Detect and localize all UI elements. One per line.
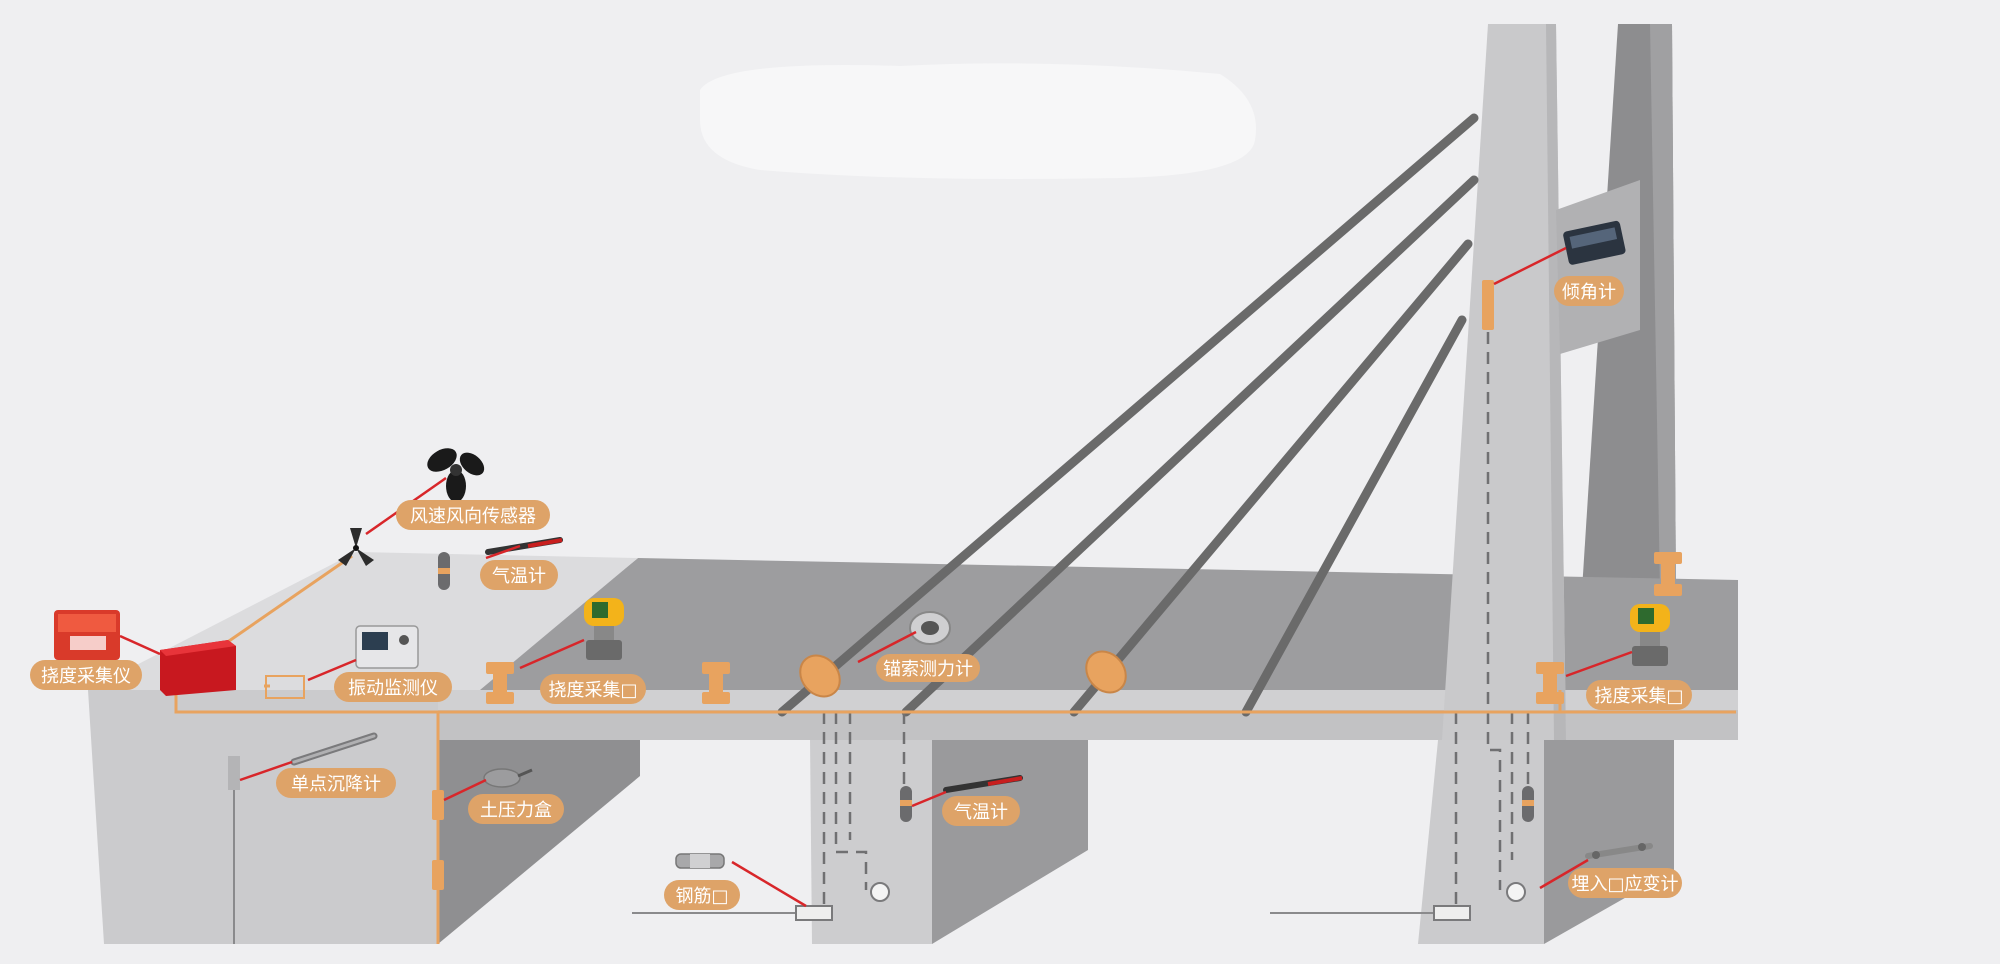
stay-cable-4 — [1241, 315, 1467, 717]
collector-box — [160, 640, 236, 696]
field-case-icon — [54, 610, 120, 660]
mount-3 — [1536, 662, 1564, 704]
label-inclinometer: 倾角计 — [1554, 276, 1624, 306]
label-deflection-collector-left: 挠度采集仪 — [30, 660, 142, 690]
label-anchor-cable-force: 锚索测力计 — [876, 654, 980, 682]
anchor-collar-2 — [1085, 650, 1127, 694]
stay-cable-1 — [777, 113, 1479, 717]
vibration-junction-box — [265, 675, 305, 699]
strain-gauge-icon — [1585, 843, 1653, 859]
label-air-temp-top: 气温计 — [480, 560, 558, 590]
vibration-display-icon — [355, 625, 419, 669]
svg-text:风速风向传感器: 风速风向传感器 — [410, 506, 536, 527]
pressure-transmitter-icon — [584, 598, 624, 660]
svg-text:气温计: 气温计 — [954, 802, 1008, 823]
rebar-meter-icon — [675, 853, 725, 869]
tower-inclinometer-mount — [1482, 280, 1494, 330]
stay-cables — [777, 113, 1479, 717]
stay-cable-3 — [1069, 239, 1473, 717]
label-rebar-meter: 钢筋□ — [664, 880, 740, 910]
label-vibration-monitor: 振动监测仪 — [334, 672, 452, 702]
inclinometer-box-icon — [1563, 220, 1626, 265]
abutment-mount-2 — [432, 860, 444, 890]
label-wind-sensor: 风速风向传感器 — [396, 500, 550, 530]
tower-front-leg-edge — [1546, 24, 1566, 740]
tower-front-leg — [1442, 24, 1566, 740]
label-earth-pressure-cell: 土压力盒 — [468, 794, 564, 824]
earth-pressure-cell-icon — [483, 768, 533, 788]
thermometer-probe-icon — [943, 775, 1023, 793]
anchor-collars — [799, 650, 1127, 698]
mount-1 — [486, 662, 514, 704]
wind-propeller-icon — [338, 528, 374, 566]
foundation-sensors — [795, 882, 1526, 921]
svg-text:挠度采集□: 挠度采集□ — [548, 680, 637, 701]
label-settlement-gauge: 单点沉降计 — [276, 768, 396, 798]
svg-text:锚索测力计: 锚索测力计 — [883, 659, 973, 680]
signal-conduits — [174, 554, 1736, 944]
svg-text:钢筋□: 钢筋□ — [675, 886, 728, 907]
settlement-head — [228, 756, 240, 790]
deck-sensor-mounts — [432, 280, 1682, 890]
middle-pier-side — [932, 738, 1088, 944]
cable-force-meter-icon — [909, 611, 951, 645]
dashed-cables — [822, 292, 1530, 904]
abutment-mount-1 — [432, 790, 444, 820]
pressure-transmitter-icon — [1630, 604, 1670, 666]
tower-crossbeam — [1556, 180, 1640, 354]
wind-propeller-icon — [427, 448, 485, 502]
displacement-rod-icon — [290, 732, 378, 766]
mount-4 — [1654, 552, 1682, 596]
label-air-temp-pier: 气温计 — [942, 796, 1020, 826]
thermometer-probe-icon — [485, 537, 563, 555]
svg-text:振动监测仪: 振动监测仪 — [348, 678, 438, 699]
watermark-blob — [700, 63, 1256, 180]
stay-cable-2 — [901, 175, 1479, 717]
abutment-front — [88, 690, 438, 944]
deck-top-rear — [476, 558, 1738, 690]
mount-2 — [702, 662, 730, 704]
anchor-collar-1 — [799, 654, 841, 698]
label-deflection-collector-mid: 挠度采集□ — [540, 674, 646, 704]
label-embedded-strain-gauge: 埋入□应变计 — [1568, 868, 1682, 898]
svg-text:埋入□应变计: 埋入□应变计 — [1571, 874, 1678, 895]
thermo-stands — [228, 552, 1534, 822]
svg-text:挠度采集仪: 挠度采集仪 — [41, 666, 131, 687]
svg-text:挠度采集□: 挠度采集□ — [1594, 686, 1683, 707]
svg-text:倾角计: 倾角计 — [1562, 282, 1616, 303]
svg-text:土压力盒: 土压力盒 — [480, 800, 552, 821]
svg-text:气温计: 气温计 — [492, 566, 546, 587]
svg-text:单点沉降计: 单点沉降计 — [291, 774, 381, 795]
label-deflection-collector-right: 挠度采集□ — [1586, 680, 1692, 710]
tower-rear-leg-face — [1650, 24, 1676, 590]
deck-edge-bottom — [438, 710, 1738, 740]
